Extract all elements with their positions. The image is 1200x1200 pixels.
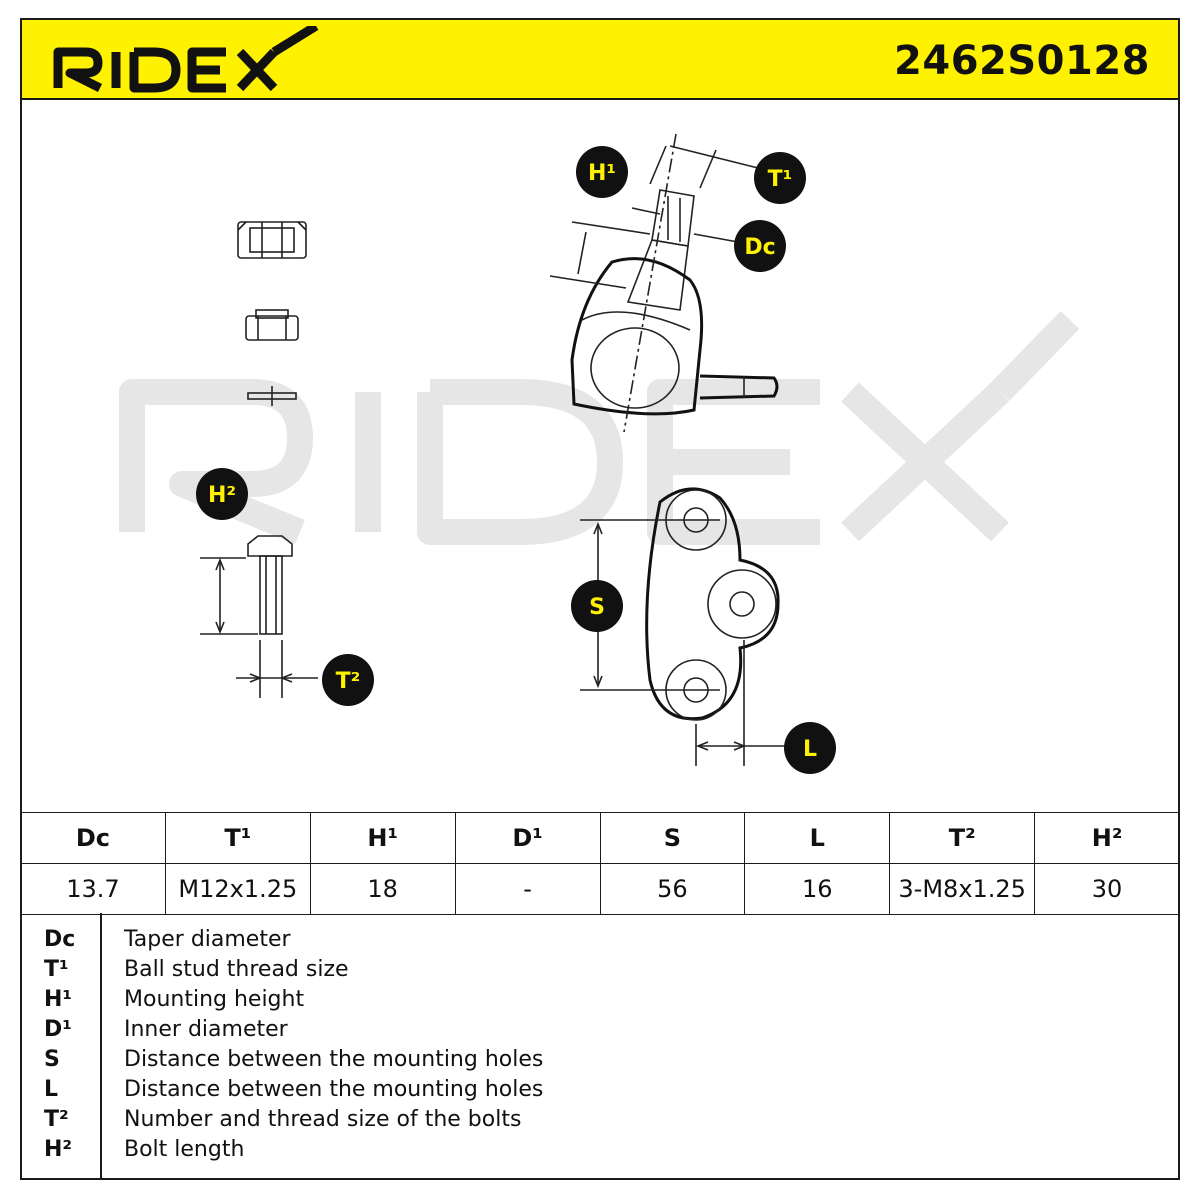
legend-abbr: D¹ xyxy=(44,1017,72,1042)
legend-desc: Inner diameter xyxy=(124,1017,288,1042)
svg-text:H²: H² xyxy=(208,483,236,508)
spec-table: Dc T¹ H¹ D¹ S L T² H² 13.7 M12x1.25 18 -… xyxy=(20,812,1180,915)
legend-desc: Distance between the mounting holes xyxy=(124,1077,544,1102)
legend-desc: Bolt length xyxy=(124,1137,245,1162)
legend-row: H¹ Mounting height xyxy=(20,985,1180,1015)
callout-h2: H² xyxy=(196,468,248,520)
legend-desc: Number and thread size of the bolts xyxy=(124,1107,522,1132)
legend-abbr: Dc xyxy=(44,927,76,952)
legend-row: D¹ Inner diameter xyxy=(20,1015,1180,1045)
legend-row: S Distance between the mounting holes xyxy=(20,1045,1180,1075)
svg-text:S: S xyxy=(589,595,605,620)
spec-header-h1: H¹ xyxy=(309,812,456,864)
technical-drawing: H¹ T¹ Dc H² T² S L xyxy=(119,133,1080,774)
legend-row: H² Bolt length xyxy=(20,1135,1180,1165)
ridex-logo xyxy=(53,26,319,93)
legend-desc: Mounting height xyxy=(124,987,305,1012)
washer-drawing xyxy=(247,386,297,406)
callout-l: L xyxy=(784,722,836,774)
ridex-watermark xyxy=(119,310,1080,545)
legend-abbr: L xyxy=(44,1077,59,1102)
header-bar: 2462S0128 xyxy=(20,18,1180,100)
callout-h1: H¹ xyxy=(576,146,628,198)
legend-row: L Distance between the mounting holes xyxy=(20,1075,1180,1105)
legend-row: Dc Taper diameter xyxy=(20,925,1180,955)
svg-text:Dc: Dc xyxy=(744,235,775,260)
legend-abbr: T¹ xyxy=(44,957,69,982)
legend-row: T² Number and thread size of the bolts xyxy=(20,1105,1180,1135)
legend-row: T¹ Ball stud thread size xyxy=(20,955,1180,985)
spec-header-t1: T¹ xyxy=(164,812,311,864)
legend-desc: Taper diameter xyxy=(124,927,291,952)
legend-abbr: H² xyxy=(44,1137,73,1162)
spec-table-value-row: 13.7 M12x1.25 18 - 56 16 3-M8x1.25 30 xyxy=(20,863,1180,915)
spec-value-dc: 13.7 xyxy=(20,863,166,915)
spec-value-t1: M12x1.25 xyxy=(164,863,311,915)
spec-value-t2: 3-M8x1.25 xyxy=(889,863,1036,915)
legend-desc: Ball stud thread size xyxy=(124,957,349,982)
spec-header-dc: Dc xyxy=(20,812,166,864)
spec-value-l: 16 xyxy=(744,863,891,915)
legend-abbr: T² xyxy=(44,1107,69,1132)
spec-header-d1: D¹ xyxy=(454,812,601,864)
spec-header-s: S xyxy=(599,812,746,864)
callout-dc: Dc xyxy=(734,220,786,272)
spec-value-d1: - xyxy=(454,863,601,915)
lock-nut-drawing xyxy=(237,221,307,259)
bolt-drawing xyxy=(200,535,318,698)
ball-joint-drawing xyxy=(549,133,779,433)
thin-nut-drawing xyxy=(245,309,299,341)
svg-text:L: L xyxy=(803,737,817,762)
spec-header-t2: T² xyxy=(889,812,1036,864)
part-number: 2462S0128 xyxy=(894,38,1150,84)
spec-header-h2: H² xyxy=(1034,812,1180,864)
callout-t1: T¹ xyxy=(754,152,806,204)
callout-s: S xyxy=(571,580,623,632)
spec-table-header-row: Dc T¹ H¹ D¹ S L T² H² xyxy=(20,812,1180,864)
legend-abbr: S xyxy=(44,1047,60,1072)
spec-header-l: L xyxy=(744,812,891,864)
spec-value-s: 56 xyxy=(599,863,746,915)
legend-desc: Distance between the mounting holes xyxy=(124,1047,544,1072)
svg-text:H¹: H¹ xyxy=(588,161,616,186)
legend: Dc Taper diameter T¹ Ball stud thread si… xyxy=(20,913,1180,1180)
svg-text:T¹: T¹ xyxy=(768,167,793,192)
callout-t2: T² xyxy=(322,654,374,706)
spec-value-h2: 30 xyxy=(1034,863,1180,915)
legend-abbr: H¹ xyxy=(44,987,73,1012)
spec-value-h1: 18 xyxy=(309,863,456,915)
legend-divider xyxy=(100,913,102,1180)
flange-drawing xyxy=(580,487,790,766)
svg-text:T²: T² xyxy=(336,669,361,694)
